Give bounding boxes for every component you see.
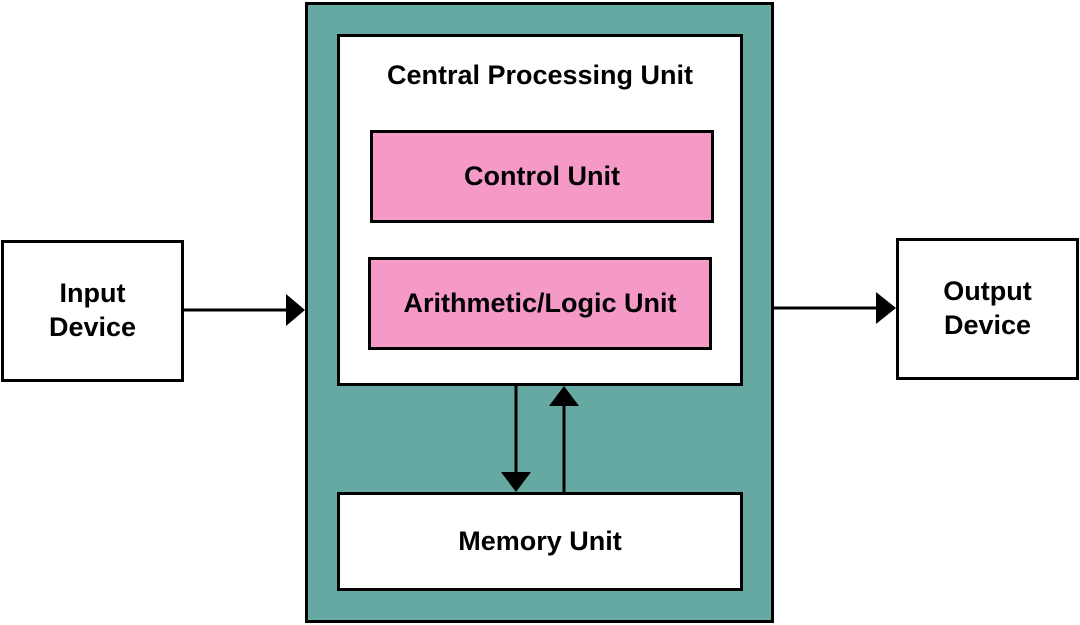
cpu-to-output-arrow <box>774 292 896 324</box>
alu-box: Arithmetic/Logic Unit <box>368 257 712 350</box>
memory-unit-label: Memory Unit <box>458 525 622 556</box>
output-device-label: Output Device <box>943 276 1032 340</box>
alu-label: Arithmetic/Logic Unit <box>403 287 677 318</box>
control-unit-label: Control Unit <box>464 160 620 191</box>
input-device-box: Input Device <box>1 240 184 382</box>
input-to-cpu-arrow <box>184 294 305 326</box>
output-device-box: Output Device <box>896 238 1079 380</box>
cpu-title: Central Processing Unit <box>386 60 694 90</box>
memory-unit-box: Memory Unit <box>337 492 743 591</box>
input-device-label: Input Device <box>48 278 137 342</box>
control-unit-box: Control Unit <box>370 130 714 223</box>
